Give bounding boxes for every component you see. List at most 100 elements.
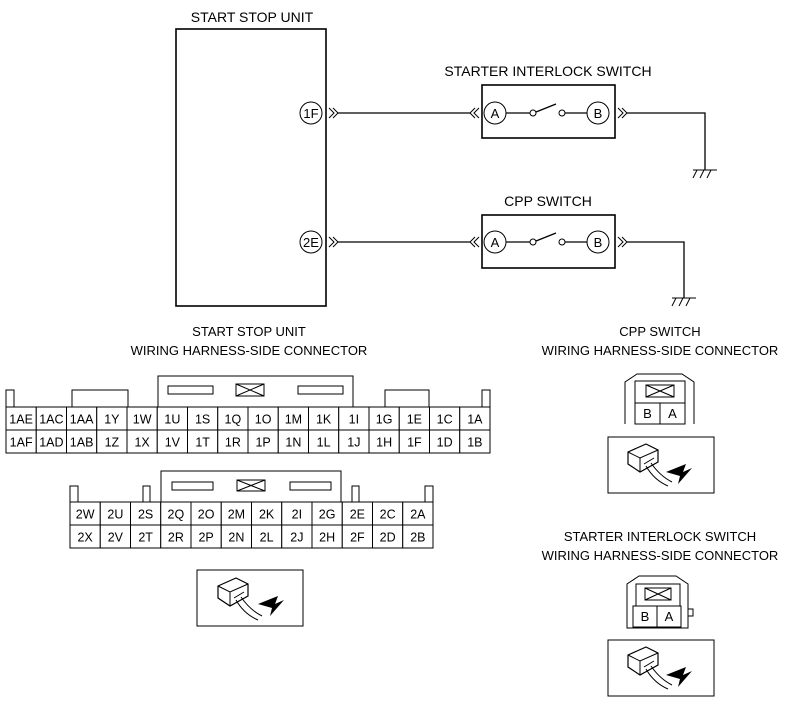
ssu-conn2-pin-label: 2H	[319, 531, 335, 545]
ssu-conn1-pin-label: 1Y	[104, 413, 120, 427]
ssu-conn2-pin-label: 2J	[290, 531, 303, 545]
ssu-conn2-pin-label: 2N	[228, 531, 244, 545]
ssu-conn1-pin-label: 1S	[195, 413, 210, 427]
ssu-connector-2-outline	[69, 470, 434, 502]
ssu-conn2-pin-label: 2P	[198, 531, 213, 545]
cpp-switch-symbol: A B	[481, 214, 616, 269]
sis-pin-b: B	[641, 609, 650, 624]
ssu-conn2-pin-label: 2B	[410, 531, 425, 545]
ssu-conn1-pin-label: 1O	[255, 413, 272, 427]
ssu-conn2-pin-label: 2L	[260, 531, 274, 545]
ground-symbol-cpp	[671, 297, 696, 307]
ssu-conn1-pin-label: 1J	[347, 436, 360, 450]
ssu-conn2-cell	[402, 524, 434, 549]
sis-harness-connector: B A	[626, 575, 694, 629]
ssu-conn1-pin-label: 1AD	[39, 436, 63, 450]
ssu-conn2-pin-label: 2S	[138, 508, 153, 522]
ssu-connector-title-2: WIRING HARNESS-SIDE CONNECTOR	[131, 343, 368, 358]
ssu-conn2-pin-label: 2K	[259, 508, 275, 522]
ssu-conn2-pin-label: 2Q	[168, 508, 185, 522]
cpp-switch-title: CPP SWITCH	[504, 193, 592, 209]
ssu-conn1-cell	[459, 429, 491, 454]
ssu-conn1-pin-label: 1G	[376, 413, 393, 427]
ssu-conn2-pin-label: 2C	[380, 508, 396, 522]
ssu-conn2-pin-label: 2G	[319, 508, 336, 522]
cpp-connector-title-1: CPP SWITCH	[619, 324, 700, 339]
cpp-harness-connector: B A	[624, 373, 695, 425]
interlock-switch-symbol: A B	[481, 84, 616, 139]
sis-connector-title-2: WIRING HARNESS-SIDE CONNECTOR	[542, 548, 779, 563]
ssu-conn1-pin-label: 1B	[467, 436, 482, 450]
ssu-conn1-pin-label: 1U	[164, 413, 180, 427]
ssu-conn1-pin-label: 1F	[407, 436, 422, 450]
ssu-conn1-pin-label: 1C	[437, 413, 453, 427]
ssu-conn1-pin-label: 1X	[134, 436, 150, 450]
interlock-connector-mark	[469, 107, 480, 119]
cpp-connector-mark	[469, 236, 480, 248]
ssu-conn1-pin-label: 1A	[467, 413, 483, 427]
ssu-connector-1-outline	[5, 375, 491, 407]
ssu-conn1-pin-label: 1D	[437, 436, 453, 450]
ssu-conn1-pin-label: 1W	[133, 413, 152, 427]
ssu-conn1-pin-label: 1L	[317, 436, 331, 450]
ssu-conn1-pin-label: 1R	[225, 436, 241, 450]
ssu-conn2-pin-label: 2W	[76, 508, 95, 522]
svg-text:1F: 1F	[303, 106, 318, 121]
ssu-conn1-pin-label: 1M	[285, 413, 302, 427]
ssu-conn1-pin-label: 1AB	[70, 436, 94, 450]
ssu-conn2-pin-label: 2D	[380, 531, 396, 545]
unit-title: START STOP UNIT	[191, 9, 314, 25]
terminal-2e: 2E	[299, 230, 323, 254]
cpp-pin-a: A	[668, 406, 677, 421]
ssu-conn1-pin-label: 1T	[195, 436, 210, 450]
ssu-conn1-pin-label: 1AA	[70, 413, 94, 427]
ssu-conn2-pin-label: 2F	[350, 531, 365, 545]
ssu-conn1-pin-label: 1P	[255, 436, 270, 450]
svg-text:A: A	[491, 235, 500, 250]
ssu-conn1-pin-label: 1V	[165, 436, 181, 450]
ssu-conn1-pin-label: 1I	[349, 413, 359, 427]
ssu-conn2-pin-label: 2M	[228, 508, 245, 522]
ssu-conn1-pin-label: 1AF	[10, 436, 33, 450]
ssu-conn1-pin-label: 1AE	[9, 413, 33, 427]
ssu-conn1-pin-label: 1Z	[105, 436, 120, 450]
sis-connector-title-1: STARTER INTERLOCK SWITCH	[564, 529, 756, 544]
ssu-conn1-pin-label: 1AC	[39, 413, 63, 427]
cpp-b-chevron	[617, 236, 628, 248]
ssu-conn1-pin-label: 1H	[376, 436, 392, 450]
svg-text:2E: 2E	[303, 235, 319, 250]
svg-text:B: B	[594, 106, 603, 121]
ssu-conn2-pin-label: 2A	[410, 508, 426, 522]
ssu-conn2-pin-label: 2I	[292, 508, 302, 522]
ssu-conn2-pin-label: 2E	[350, 508, 365, 522]
interlock-b-chevron	[617, 107, 628, 119]
ssu-conn2-pin-label: 2X	[77, 531, 93, 545]
ground-symbol-interlock	[692, 169, 717, 179]
terminal-1f: 1F	[299, 101, 323, 125]
unit-connector-mark-1f	[328, 107, 339, 119]
sis-connector-view-icon	[607, 639, 715, 697]
svg-text:B: B	[594, 235, 603, 250]
wire-cpp-ground	[627, 241, 685, 298]
svg-text:A: A	[491, 106, 500, 121]
cpp-connector-title-2: WIRING HARNESS-SIDE CONNECTOR	[542, 343, 779, 358]
start-stop-unit-box	[175, 28, 327, 307]
ssu-conn1-pin-label: 1K	[316, 413, 332, 427]
ssu-connector-title-1: START STOP UNIT	[192, 324, 306, 339]
wire-interlock-ground	[627, 112, 706, 170]
sis-pin-a: A	[665, 609, 674, 624]
ssu-conn1-pin-label: 1E	[407, 413, 422, 427]
ssu-conn1-pin-label: 1N	[285, 436, 301, 450]
cpp-pin-b: B	[643, 406, 652, 421]
cpp-connector-view-icon	[607, 436, 715, 494]
ssu-conn2-pin-label: 2U	[107, 508, 123, 522]
ssu-conn2-pin-label: 2T	[138, 531, 153, 545]
ssu-connector-view-icon	[196, 569, 304, 627]
ssu-conn2-pin-label: 2V	[108, 531, 124, 545]
ssu-conn2-pin-label: 2O	[198, 508, 215, 522]
unit-connector-mark-2e	[328, 236, 339, 248]
interlock-switch-title: STARTER INTERLOCK SWITCH	[444, 63, 651, 79]
